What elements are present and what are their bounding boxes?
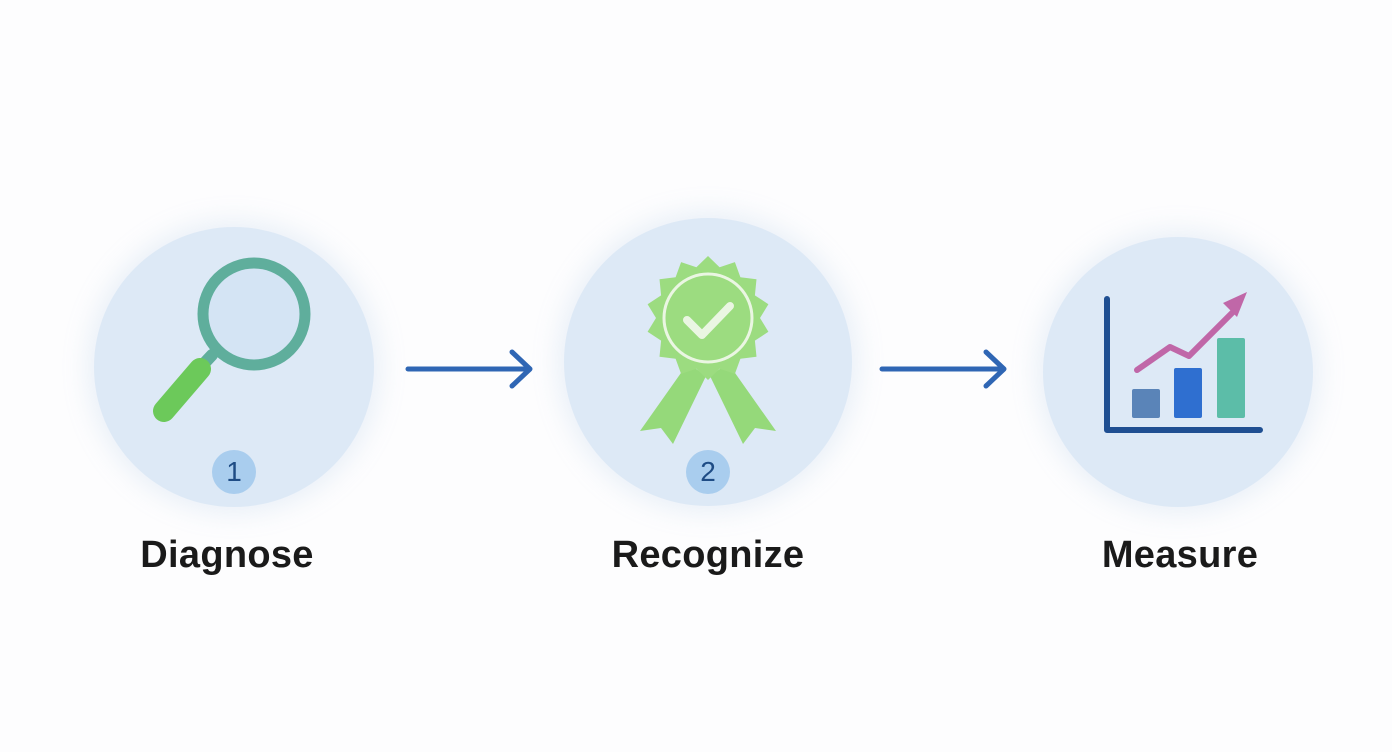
- chart-bar: [1174, 368, 1202, 418]
- award-ribbon-icon: [640, 256, 776, 444]
- growth-chart-icon: [1104, 292, 1263, 433]
- step-number-badge: 2: [686, 450, 730, 494]
- step-number-badge: 1: [212, 450, 256, 494]
- step-label: Diagnose: [140, 534, 314, 576]
- step-diagnose-circle: 1: [94, 227, 374, 507]
- step-measure-circle: [1043, 237, 1313, 507]
- step-number: 1: [226, 456, 242, 487]
- chart-bar: [1217, 338, 1245, 418]
- chart-bar: [1132, 389, 1160, 418]
- right-arrow-icon: [879, 349, 1007, 389]
- right-arrow-icon: [405, 349, 533, 389]
- step-label: Measure: [1101, 534, 1259, 576]
- step-recognize-circle: 2: [564, 218, 852, 506]
- step-label: Recognize: [611, 534, 805, 576]
- step-number: 2: [700, 456, 716, 487]
- magnifying-glass-icon: [153, 257, 311, 422]
